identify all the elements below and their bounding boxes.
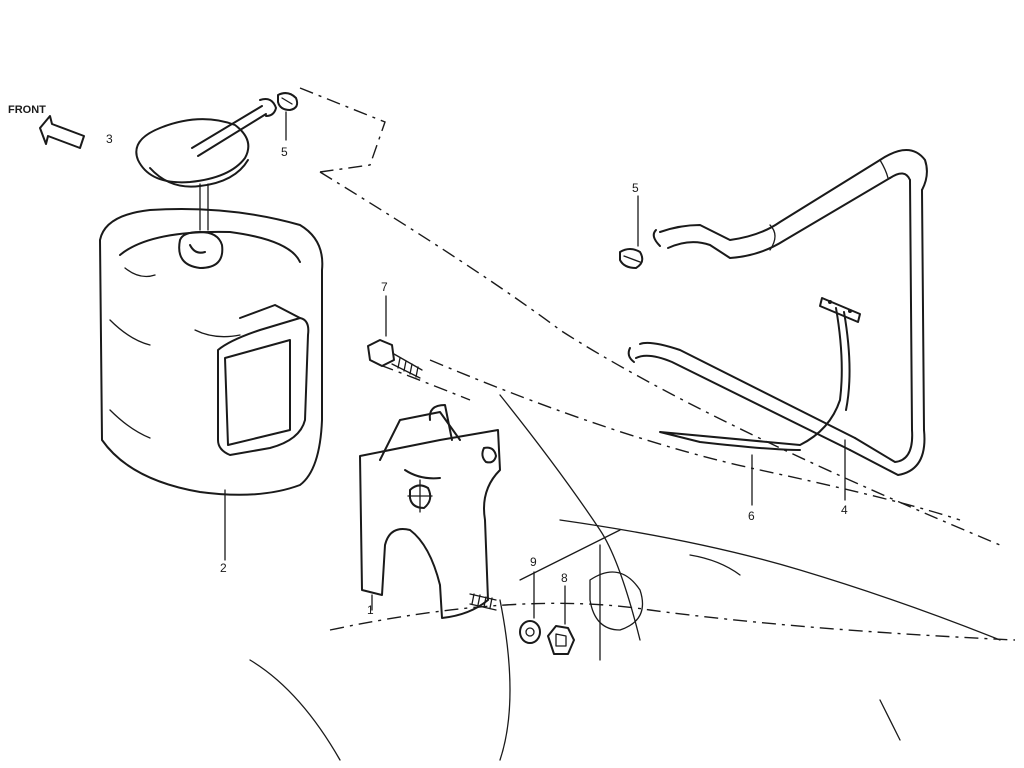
callout-5-upper: 5	[281, 145, 288, 159]
overflow-hose	[627, 149, 928, 501]
callout-4: 4	[841, 503, 848, 517]
nut	[547, 585, 575, 655]
callout-9: 9	[530, 555, 537, 569]
reservoir-tank	[99, 208, 324, 561]
callout-labels: 1 2 3 4 5 5 6 7 8 9	[106, 132, 848, 617]
reservoir-cap	[135, 98, 277, 231]
callout-2: 2	[220, 561, 227, 575]
hose-retainer	[659, 297, 861, 506]
callout-8: 8	[561, 571, 568, 585]
bolt	[367, 295, 423, 379]
mounting-bracket	[359, 404, 501, 619]
callout-6: 6	[748, 509, 755, 523]
callout-1: 1	[367, 603, 374, 617]
callout-5-lower: 5	[632, 181, 639, 195]
callout-3: 3	[106, 132, 113, 146]
hose-clamp-lower	[619, 195, 644, 269]
callout-7: 7	[381, 280, 388, 294]
stud	[469, 593, 497, 611]
washer	[519, 571, 541, 644]
front-arrow-icon	[39, 115, 85, 149]
hose-clamp-upper	[277, 92, 299, 141]
body-panel-outline	[249, 87, 1016, 761]
front-label: FRONT	[8, 104, 46, 116]
